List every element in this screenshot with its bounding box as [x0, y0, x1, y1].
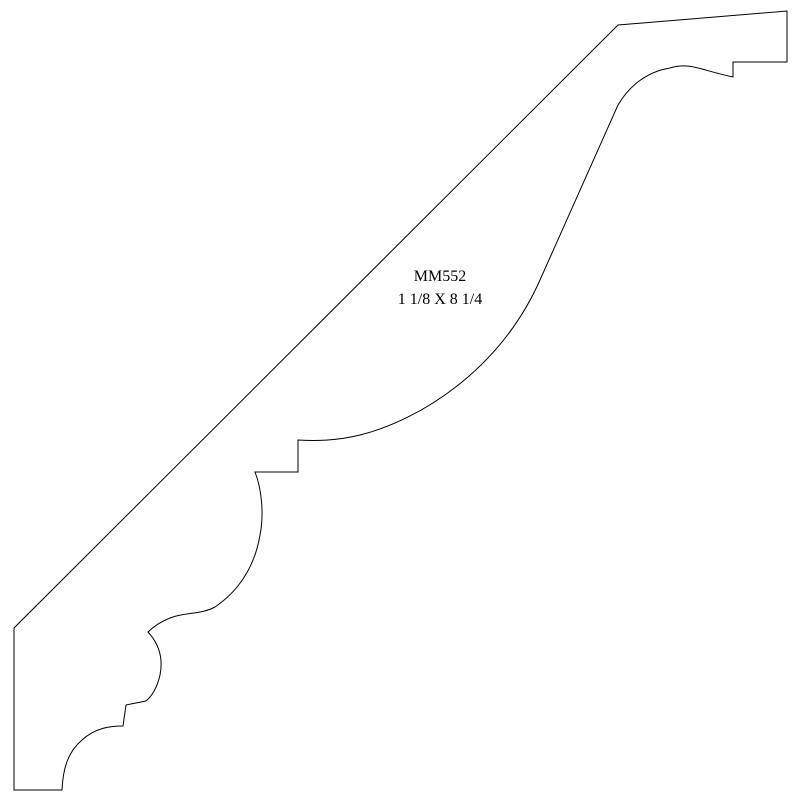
profile-code-label: MM552 — [413, 268, 467, 285]
profile-dimensions-label: 1 1/8 X 8 1/4 — [397, 291, 483, 308]
molding-profile-outline — [13, 10, 788, 791]
